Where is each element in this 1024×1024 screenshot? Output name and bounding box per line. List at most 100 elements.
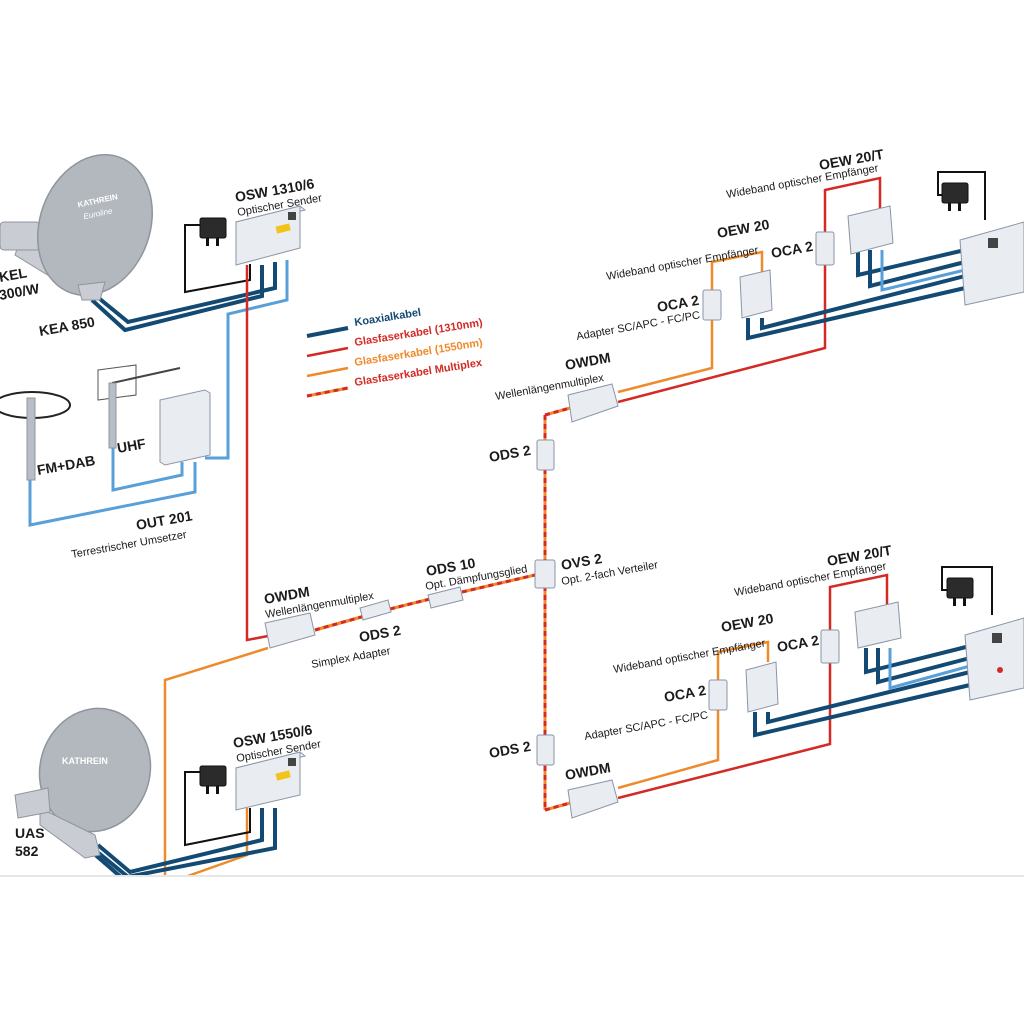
oca2-bottom-b bbox=[820, 629, 840, 664]
coax-cable bbox=[746, 286, 966, 341]
fiber-1310 bbox=[617, 265, 827, 404]
oew20-top-sub: Wideband optischer Empfänger bbox=[605, 244, 759, 283]
oca2-top-b bbox=[815, 231, 835, 266]
oew20-top bbox=[739, 269, 773, 319]
lnb-kel bbox=[0, 221, 41, 251]
fiber-1550 bbox=[617, 320, 714, 394]
coax-cable bbox=[864, 644, 971, 675]
osw-1310-transmitter bbox=[234, 205, 307, 266]
ods2-simplex-title: ODS 2 bbox=[358, 622, 402, 645]
power-cable bbox=[937, 171, 986, 220]
fm-dab-label: FM+DAB bbox=[36, 452, 97, 478]
fiber-1550 bbox=[617, 710, 720, 790]
osw-1550-transmitter bbox=[234, 751, 307, 811]
owdm-left bbox=[264, 612, 316, 649]
qr-code bbox=[992, 633, 1002, 643]
oew20-bottom-title: OEW 20 bbox=[720, 610, 775, 635]
multiswitch-bottom bbox=[964, 617, 1024, 701]
lnb-label-kel: KEL bbox=[0, 264, 29, 285]
legend-swatch-1550 bbox=[306, 366, 349, 378]
legend-label-coax: Koaxialkabel bbox=[354, 307, 422, 329]
dish-brand-bottom: KATHREIN bbox=[62, 756, 108, 766]
uhf-label: UHF bbox=[116, 435, 148, 456]
qr-code bbox=[988, 238, 998, 248]
owdm-bottom bbox=[567, 779, 619, 819]
qr-code bbox=[288, 212, 296, 220]
out201-converter bbox=[159, 389, 211, 466]
fiber-multiplex bbox=[461, 573, 536, 594]
laser-warning-label bbox=[275, 223, 291, 234]
coax-cable bbox=[205, 260, 289, 460]
oew20-bottom-sub: Wideband optischer Empfänger bbox=[612, 637, 766, 676]
ods2-simplex-sub: Simplex Adapter bbox=[310, 645, 391, 671]
coax-cable bbox=[111, 445, 184, 492]
legend: Koaxialkabel Glasfaserkabel (1310nm) Gla… bbox=[306, 307, 484, 398]
fiber-multiplex bbox=[389, 597, 431, 611]
oca2-bottom-b-title: OCA 2 bbox=[776, 632, 821, 655]
oca2-bottom-a bbox=[708, 679, 728, 711]
owdm-top bbox=[567, 383, 619, 423]
out201-sub: Terrestrischer Umsetzer bbox=[70, 529, 187, 561]
oca2-bottom-a-title: OCA 2 bbox=[663, 682, 708, 705]
oca2-top-a-sub: Adapter SC/APC - FC/PC bbox=[575, 309, 701, 343]
power-adapter-icon bbox=[941, 182, 969, 211]
fiber-1550 bbox=[710, 250, 764, 290]
coax-cable bbox=[868, 250, 966, 289]
coax-cable bbox=[28, 462, 197, 527]
laser-warning-label bbox=[275, 770, 291, 781]
ods2-top-label: ODS 2 bbox=[488, 442, 532, 465]
ovs2-title: OVS 2 bbox=[560, 550, 604, 573]
fm-dab-antenna bbox=[0, 391, 71, 481]
mount-label-kea850: KEA 850 bbox=[38, 313, 96, 339]
power-cable bbox=[184, 771, 251, 847]
power-cable bbox=[941, 566, 993, 615]
ods2-bottom bbox=[536, 734, 555, 766]
satellite-dish-top: KATHREIN Euroline bbox=[0, 154, 153, 301]
bottom-blank-area bbox=[0, 876, 1024, 1024]
uhf-antenna bbox=[97, 364, 181, 449]
ods2-simplex bbox=[359, 599, 392, 621]
oew20t-top bbox=[847, 205, 894, 255]
ods2-top bbox=[536, 439, 555, 471]
legend-swatch-coax bbox=[306, 326, 349, 338]
ods2-bottom-label: ODS 2 bbox=[488, 738, 532, 761]
owdm-top-title: OWDM bbox=[564, 349, 612, 373]
lnb-label-300w: 300/W bbox=[0, 280, 41, 303]
coax-cable bbox=[880, 250, 966, 292]
lnb-label-582: 582 bbox=[15, 843, 39, 859]
coax-cable bbox=[753, 683, 971, 738]
power-adapter-icon bbox=[199, 217, 227, 246]
coax-cable bbox=[760, 274, 966, 331]
coax-cable bbox=[766, 670, 971, 725]
coax-cable bbox=[888, 648, 971, 690]
status-led bbox=[997, 667, 1003, 673]
owdm-left-title: OWDM bbox=[263, 583, 311, 607]
power-adapter-icon bbox=[199, 765, 227, 794]
coax-cable bbox=[876, 648, 971, 685]
coax-cable bbox=[90, 808, 277, 881]
oca2-top-a bbox=[702, 289, 722, 321]
coax-cable bbox=[856, 248, 966, 278]
fiber-1310 bbox=[823, 176, 882, 232]
coax-cable bbox=[96, 808, 264, 875]
oca2-top-b-title: OCA 2 bbox=[770, 238, 815, 261]
owdm-bottom-title: OWDM bbox=[564, 759, 612, 783]
fiber-multiplex bbox=[544, 406, 571, 417]
satellite-dish-bottom: KATHREIN bbox=[14, 707, 152, 859]
coax-cable bbox=[90, 265, 264, 333]
fiber-1550 bbox=[163, 646, 269, 877]
multiswitch-top bbox=[959, 221, 1024, 306]
ods10-attenuator bbox=[427, 586, 464, 609]
fiber-1310 bbox=[245, 265, 269, 642]
oew20t-bottom bbox=[854, 601, 902, 649]
fiber-1310 bbox=[617, 660, 832, 800]
oca2-bottom-a-sub: Adapter SC/APC - FC/PC bbox=[583, 709, 709, 743]
power-cable bbox=[184, 224, 251, 294]
lnb-label-uas: UAS bbox=[15, 825, 45, 841]
fiber-1310 bbox=[828, 573, 889, 630]
legend-swatch-multiplex-r bbox=[306, 386, 349, 398]
oew20-top-title: OEW 20 bbox=[716, 216, 771, 241]
power-adapter-icon bbox=[946, 577, 974, 606]
coax-cable bbox=[93, 262, 277, 325]
